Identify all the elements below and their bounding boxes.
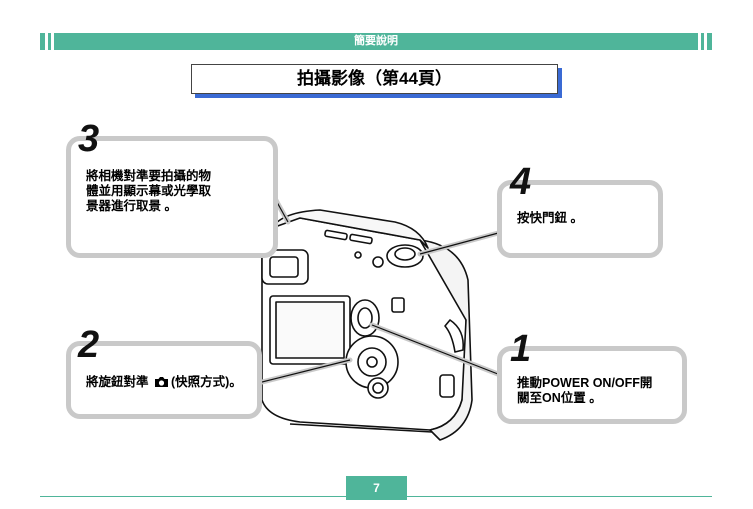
section-title: 簡要說明 [54, 33, 698, 50]
callout-text: 將相機對準要拍攝的物 體並用顯示幕或光學取 景器進行取景 。 [86, 169, 266, 214]
section-header: 簡要說明 [40, 33, 712, 50]
header-stripe [40, 33, 45, 50]
callout-step-4 [497, 180, 663, 258]
page-title: 拍攝影像（第44頁） [191, 64, 558, 94]
step-number: 1 [510, 328, 532, 370]
callout-line: 關至ON位置 。 [517, 391, 602, 405]
callout-line: 將相機對準要拍攝的物 [86, 169, 212, 183]
callout-text-pre: 將旋鈕對準 [86, 375, 149, 389]
camera-icon [154, 376, 169, 392]
callout-text: 推動POWER ON/OFF開 關至ON位置 。 [517, 376, 685, 406]
callout-text: 將旋鈕對準 (快照方式)。 [86, 375, 262, 392]
step-number: 4 [510, 161, 532, 203]
callout-step-3 [66, 136, 278, 258]
callout-line: 體並用顯示幕或光學取 [86, 184, 212, 198]
header-stripe [707, 33, 712, 50]
page-number: 7 [346, 476, 407, 500]
callout-line: 推動POWER ON/OFF開 [517, 376, 653, 390]
callout-text: 按快門鈕 。 [517, 211, 657, 226]
header-stripe [48, 33, 51, 50]
header-stripe [701, 33, 704, 50]
callout-step-1 [497, 346, 687, 424]
step-number: 2 [78, 324, 100, 366]
callout-line: 按快門鈕 。 [517, 211, 583, 225]
step-number: 3 [78, 118, 100, 160]
callout-line: 景器進行取景 。 [86, 199, 177, 213]
callout-text-post: (快照方式)。 [171, 375, 242, 389]
